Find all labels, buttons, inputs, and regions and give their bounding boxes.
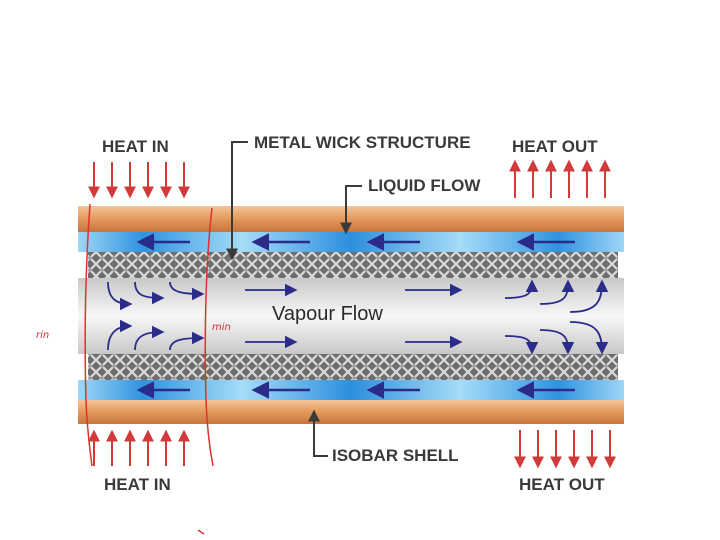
vapour-flow-label: Vapour Flow	[272, 303, 383, 325]
isobar-shell-label: ISOBAR SHELL	[332, 446, 459, 465]
annotation-left-text: rin	[36, 330, 49, 341]
liquid-leader	[340, 185, 362, 235]
liquid-channel-bottom	[78, 380, 624, 400]
annotation-middle-text: min	[212, 322, 231, 333]
wick-top	[88, 252, 618, 278]
annotation-left-bracket	[84, 203, 93, 467]
vapour-flow-arrows	[107, 279, 609, 355]
heat-out-top-arrows	[509, 159, 611, 198]
liquid-flow-arrows	[136, 233, 575, 399]
annotation-right-bracket	[204, 207, 214, 467]
hand-annotations	[84, 203, 214, 535]
wick-bottom	[88, 354, 618, 380]
leader-lines	[226, 141, 362, 457]
wick-label: METAL WICK STRUCTURE	[254, 133, 471, 152]
annotation-tick	[197, 529, 205, 535]
liquid-channel-top	[78, 232, 624, 252]
heat-in-top-label: HEAT IN	[102, 137, 169, 156]
shell-leader	[308, 409, 328, 457]
heat-in-top-arrows	[88, 162, 190, 199]
heat-out-bottom-arrows	[514, 430, 616, 469]
shell-bottom	[78, 400, 624, 424]
heat-out-bottom-label: HEAT OUT	[519, 475, 605, 494]
shell-top	[78, 206, 624, 232]
liquid-flow-label: LIQUID FLOW	[368, 176, 481, 195]
wick-leader	[226, 141, 248, 261]
heat-in-bottom-label: HEAT IN	[104, 475, 171, 494]
heat-out-top-label: HEAT OUT	[512, 137, 598, 156]
heat-in-bottom-arrows	[88, 429, 190, 466]
